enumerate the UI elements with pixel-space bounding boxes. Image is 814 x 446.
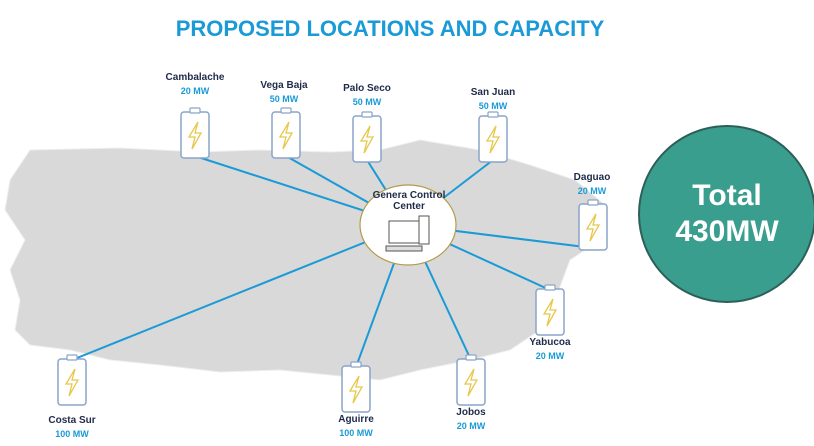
site-label: Palo Seco 50 MW <box>343 83 391 107</box>
site-capacity: 50 MW <box>269 94 299 104</box>
control-center-label: Genera Control Center <box>372 190 446 212</box>
total-capacity-badge: Total 430MW <box>638 125 814 303</box>
site-capacity: 20 MW <box>535 351 565 361</box>
battery-icon <box>535 284 565 336</box>
site-capacity: 20 MW <box>180 86 210 96</box>
site-capacity: 100 MW <box>339 428 373 438</box>
battery-icon <box>57 354 87 406</box>
site-name: Cambalache <box>165 72 225 83</box>
battery-icon <box>341 361 371 413</box>
site-label: Daguao 20 MW <box>574 172 611 196</box>
site-name: Daguao <box>573 172 611 183</box>
battery-icon <box>478 111 508 163</box>
battery-icon <box>271 107 301 159</box>
site-capacity: 50 MW <box>352 97 382 107</box>
battery-icon <box>578 199 608 251</box>
page-title: PROPOSED LOCATIONS AND CAPACITY <box>175 16 605 41</box>
site-capacity: 20 MW <box>456 421 486 431</box>
site-name: San Juan <box>470 87 516 98</box>
connection-line <box>71 224 409 361</box>
site-label: Yabucoa 20 MW <box>529 337 570 361</box>
site-name: Yabucoa <box>529 337 571 348</box>
site-name: Costa Sur <box>48 415 96 426</box>
site-label: Aguirre 100 MW <box>338 414 374 438</box>
site-name: Vega Baja <box>260 80 308 91</box>
site-label: Vega Baja 50 MW <box>260 80 307 104</box>
total-value: 430MW <box>675 215 779 248</box>
site-capacity: 50 MW <box>478 101 508 111</box>
computer-icon <box>388 220 420 244</box>
battery-icon <box>352 111 382 163</box>
site-capacity: 20 MW <box>577 186 607 196</box>
site-name: Aguirre <box>338 414 374 425</box>
site-capacity: 100 MW <box>55 429 89 439</box>
control-center-cloud <box>359 184 457 266</box>
total-label: Total <box>692 179 762 212</box>
site-label: Costa Sur 100 MW <box>48 415 95 439</box>
battery-icon <box>180 107 210 159</box>
site-label: Cambalache 20 MW <box>166 72 225 96</box>
site-label: San Juan 50 MW <box>471 87 515 111</box>
site-name: Palo Seco <box>343 83 391 94</box>
site-name: Jobos <box>456 407 486 418</box>
battery-icon <box>456 354 486 406</box>
island-shape <box>4 139 606 381</box>
site-label: Jobos 20 MW <box>456 407 485 431</box>
